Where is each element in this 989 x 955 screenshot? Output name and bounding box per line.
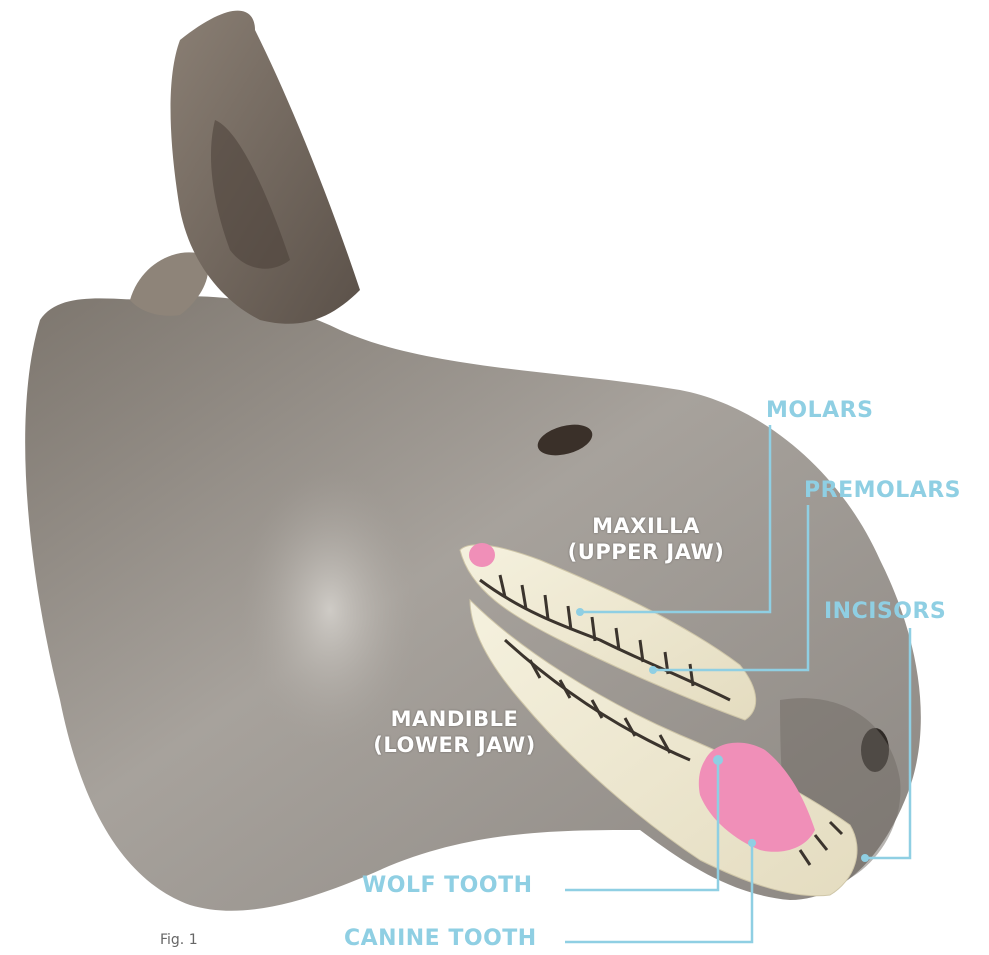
canine-tooth-label: CANINE TOOTH — [344, 926, 537, 951]
premolars-label: PREMOLARS — [804, 478, 961, 503]
figure-caption: Fig. 1 — [160, 932, 198, 948]
maxilla-label-line2: (UPPER JAW) — [548, 539, 744, 565]
wolf-tooth-label: WOLF TOOTH — [362, 873, 533, 898]
incisors-label: INCISORS — [824, 599, 946, 624]
wolf-tooth-leader-dot — [713, 755, 723, 765]
incisors-leader-dot — [861, 854, 869, 862]
maxilla-label-line1: MAXILLA — [548, 513, 744, 539]
molars-label: MOLARS — [766, 398, 873, 423]
mandible-label: MANDIBLE (LOWER JAW) — [352, 706, 557, 758]
premolars-leader-dot — [649, 666, 657, 674]
mandible-label-line2: (LOWER JAW) — [352, 732, 557, 758]
maxilla-label: MAXILLA (UPPER JAW) — [548, 513, 744, 565]
wolf-tooth-highlight-upper — [469, 543, 495, 567]
mandible-label-line1: MANDIBLE — [352, 706, 557, 732]
molars-leader-dot — [576, 608, 584, 616]
canine-tooth-leader-dot — [748, 839, 756, 847]
